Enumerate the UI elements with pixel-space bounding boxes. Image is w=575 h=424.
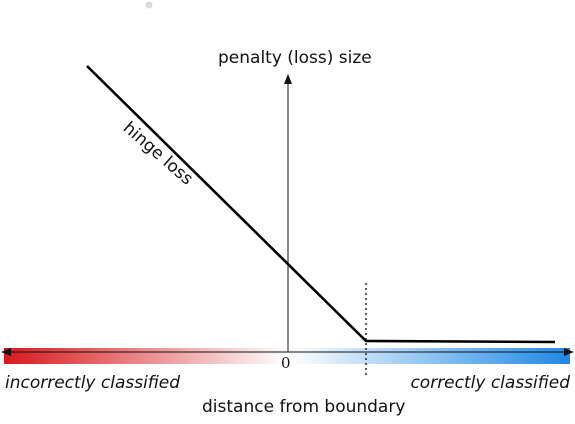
y-axis-arrow-icon bbox=[284, 74, 292, 84]
x-axis-label: distance from boundary bbox=[202, 397, 406, 417]
x-axis-left-arrow-icon bbox=[1, 348, 11, 356]
correct-region-band bbox=[288, 348, 570, 364]
incorrectly-classified-label: incorrectly classified bbox=[5, 373, 181, 393]
incorrect-region-band bbox=[4, 348, 288, 364]
y-axis-label: penalty (loss) size bbox=[218, 48, 372, 68]
origin-label: 0 bbox=[281, 354, 291, 372]
x-axis-right-arrow-icon bbox=[564, 348, 574, 356]
hinge-loss-curve bbox=[86, 65, 556, 344]
decorative-dot bbox=[145, 1, 153, 9]
correctly-classified-label: correctly classified bbox=[410, 373, 570, 393]
